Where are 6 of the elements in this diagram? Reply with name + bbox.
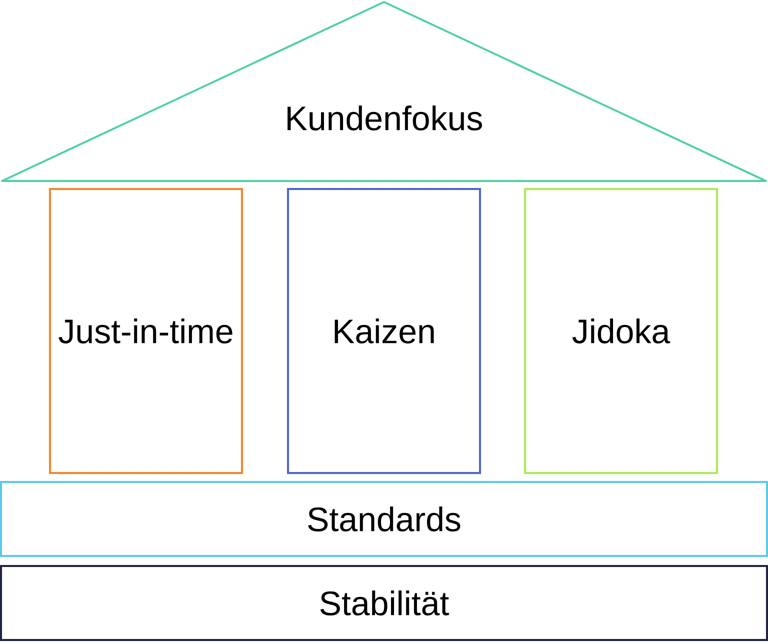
pillar-box: Kaizen <box>287 188 481 474</box>
pillar-box: Just-in-time <box>49 188 243 474</box>
foundation-bar: Stabilität <box>0 565 768 641</box>
foundation-bar: Standards <box>0 481 768 557</box>
pillar-box: Jidoka <box>524 188 718 474</box>
roof-triangle: Kundenfokus <box>1 1 767 182</box>
